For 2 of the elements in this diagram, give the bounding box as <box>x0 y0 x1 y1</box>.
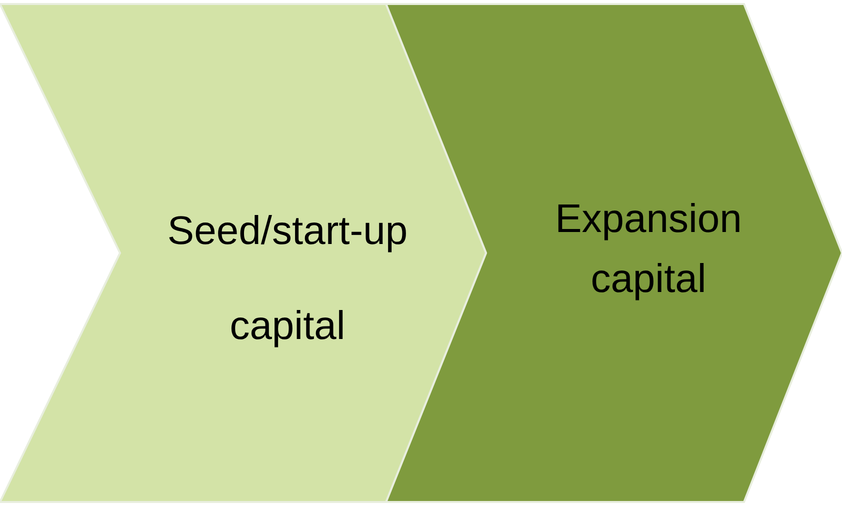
stage-label: Expansion capital <box>554 196 743 303</box>
stage-label: Seed/start-up capital <box>166 208 409 350</box>
